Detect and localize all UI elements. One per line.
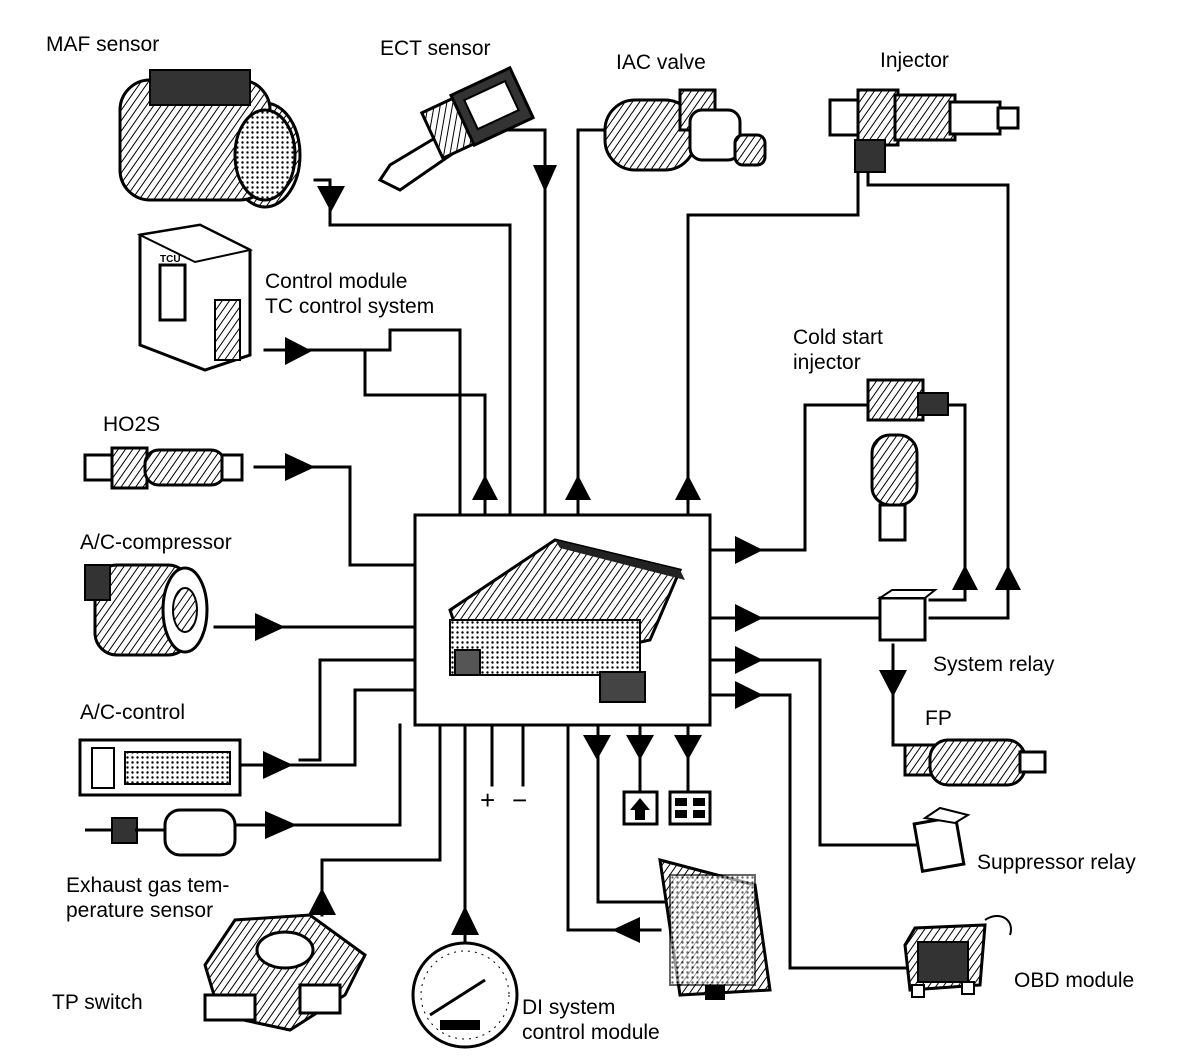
arrow-relay-injector — [995, 565, 1021, 590]
label-tc-control-system: TC control system — [265, 295, 435, 318]
arrow-box-3 — [674, 735, 702, 760]
wire-ac-control — [238, 688, 417, 767]
label-exhaust-gas-temperature: Exhaust gas tem- — [66, 874, 230, 897]
wire-ect — [483, 128, 547, 517]
label-injector: Injector — [880, 49, 949, 72]
wire-relay-injector — [928, 578, 1010, 620]
wire-cold-start-2 — [928, 403, 967, 602]
arrow-iac — [565, 475, 591, 500]
label-system-relay: System relay — [933, 653, 1055, 676]
arrow-ac-control — [263, 751, 293, 779]
arrow-fuse-1 — [612, 917, 640, 943]
exhaust-sensor-illustration — [85, 808, 237, 857]
wire-injector — [686, 170, 860, 517]
wire-injector-feed — [866, 170, 1010, 582]
injector-illustration — [828, 88, 1020, 173]
wire-maf — [313, 178, 512, 517]
wire-fuse-1 — [566, 723, 662, 932]
ac-compressor-illustration — [84, 563, 209, 657]
wire-tp-1 — [298, 658, 417, 762]
tcu-text: TCU — [160, 254, 181, 265]
ho2s-illustration — [83, 446, 244, 490]
fuse-relay-block-illustration — [658, 857, 772, 1000]
arrow-exhaust — [265, 811, 297, 839]
label-maf-sensor: MAF sensor — [46, 33, 160, 56]
ect-sensor-illustration — [377, 65, 536, 192]
label-exhaust-temperature-sensor: perature sensor — [66, 899, 214, 922]
diagnostic-connector-illustration — [668, 790, 712, 826]
label-ho2s: HO2S — [103, 413, 161, 436]
suppressor-relay-illustration — [912, 806, 971, 874]
label-suppressor-relay: Suppressor relay — [977, 851, 1136, 874]
arrow-di — [451, 906, 479, 935]
label-cold-start-injector: injector — [793, 351, 861, 374]
arrow-maf — [317, 186, 345, 212]
arrow-tc-up — [472, 475, 498, 500]
label-di-system: DI system — [522, 996, 616, 1019]
ac-control-illustration — [78, 738, 242, 797]
arrow-ect — [533, 165, 557, 192]
iac-valve-illustration — [603, 88, 767, 172]
arrow-relay-cold — [952, 565, 978, 590]
label-iac-valve: IAC valve — [616, 51, 706, 74]
tp-switch-illustration — [203, 913, 367, 1032]
maf-sensor-illustration — [118, 69, 302, 209]
arrow-box-1 — [583, 735, 611, 760]
wire-tp — [320, 723, 442, 917]
label-cold-start: Cold start — [793, 326, 883, 349]
arrow-cold-start — [735, 536, 763, 564]
arrow-ac-compressor — [255, 613, 285, 641]
label-tp-switch: TP switch — [52, 991, 143, 1014]
cold-start-injector-illustration — [866, 378, 949, 542]
wire-cold-start — [708, 403, 872, 552]
label-obd-module: OBD module — [1014, 969, 1135, 992]
arrow-tp — [308, 888, 336, 915]
label-control-module: Control module — [265, 270, 408, 293]
label-di-control-module: control module — [522, 1021, 660, 1044]
ground-connector-illustration — [622, 790, 659, 826]
label-ect-sensor: ECT sensor — [380, 37, 491, 60]
arrow-injector — [675, 475, 701, 500]
arrow-system-relay — [735, 604, 763, 632]
di-module-gauge-illustration — [411, 941, 519, 1049]
wire-ho2s — [253, 465, 417, 567]
arrow-tc — [285, 337, 312, 365]
wire-tc-2 — [338, 348, 487, 517]
wire-exhaust — [233, 723, 402, 827]
tcu-illustration: TCU — [136, 223, 253, 372]
arrow-fp — [879, 670, 907, 697]
label-fp: FP — [925, 707, 952, 730]
arrows — [255, 165, 1021, 943]
wire-fuse-2 — [596, 723, 670, 904]
arrow-obd — [735, 681, 763, 709]
arrow-suppressor — [735, 646, 763, 674]
ecu-control-module — [413, 513, 712, 727]
obd-module-illustration — [903, 915, 1012, 998]
label-ac-compressor: A/C-compressor — [80, 531, 232, 554]
arrow-ho2s — [285, 453, 315, 481]
label-plus: + — [480, 785, 496, 815]
system-relay-illustration — [876, 589, 938, 642]
label-minus: − — [512, 785, 528, 815]
fp-illustration — [903, 738, 1047, 787]
wire-suppressor — [708, 658, 922, 847]
label-ac-control: A/C-control — [80, 701, 186, 724]
wire-iac — [576, 128, 607, 517]
arrow-box-2 — [626, 735, 654, 760]
